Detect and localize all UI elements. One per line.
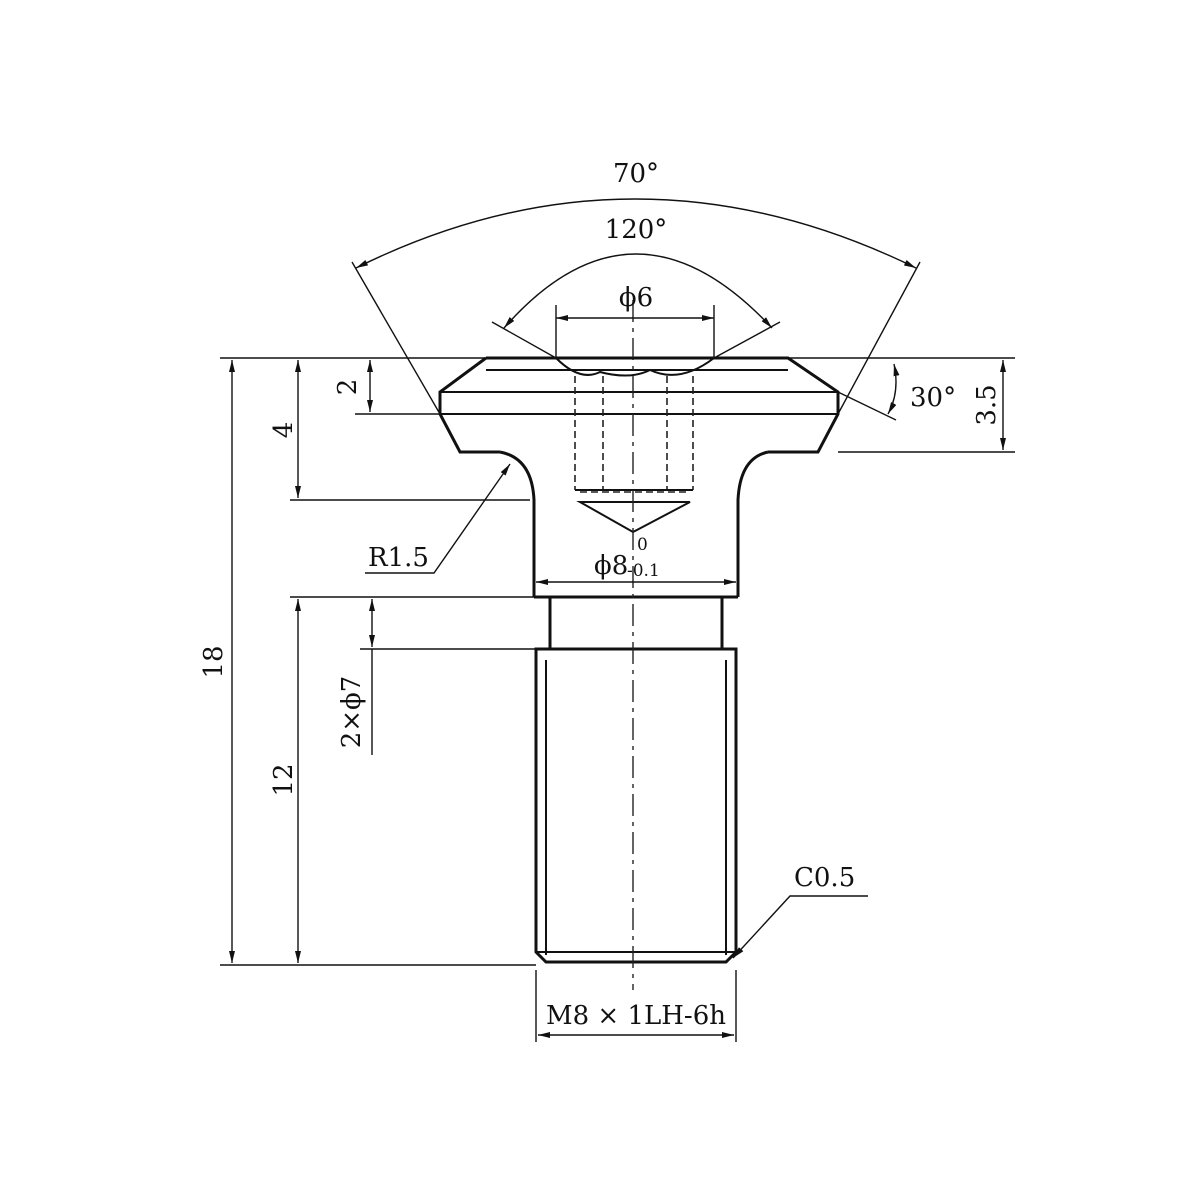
label-angle-30: 30° xyxy=(910,383,956,413)
label-total-height: 18 xyxy=(199,645,229,678)
label-neck-dia: ϕ8 xyxy=(594,551,628,581)
part-outline xyxy=(438,356,840,964)
label-neck-tol-lower: -0.1 xyxy=(627,561,660,581)
label-end-chamfer: C0.5 xyxy=(794,863,855,893)
label-fillet-radius: R1.5 xyxy=(368,543,429,573)
dimension-labels: 70° 120° ϕ6 30° 3.5 2 4 R1.5 ϕ8 0 -0.1 1… xyxy=(199,159,1002,1031)
label-height-3-5: 3.5 xyxy=(972,384,1002,425)
hidden-features xyxy=(555,357,715,534)
label-neck-tol-upper: 0 xyxy=(637,535,648,555)
label-thread-spec: M8 × 1LH-6h xyxy=(546,1001,726,1031)
extension-lines xyxy=(220,261,1015,1042)
label-thread-length: 12 xyxy=(269,763,299,796)
label-height-4: 4 xyxy=(269,422,299,439)
label-angle-120: 120° xyxy=(605,215,668,245)
label-height-2: 2 xyxy=(333,379,363,396)
dimension-lines xyxy=(229,198,1006,1038)
label-angle-70: 70° xyxy=(613,159,659,189)
label-undercut: 2×ϕ7 xyxy=(337,676,367,749)
label-dia-6: ϕ6 xyxy=(619,283,653,313)
